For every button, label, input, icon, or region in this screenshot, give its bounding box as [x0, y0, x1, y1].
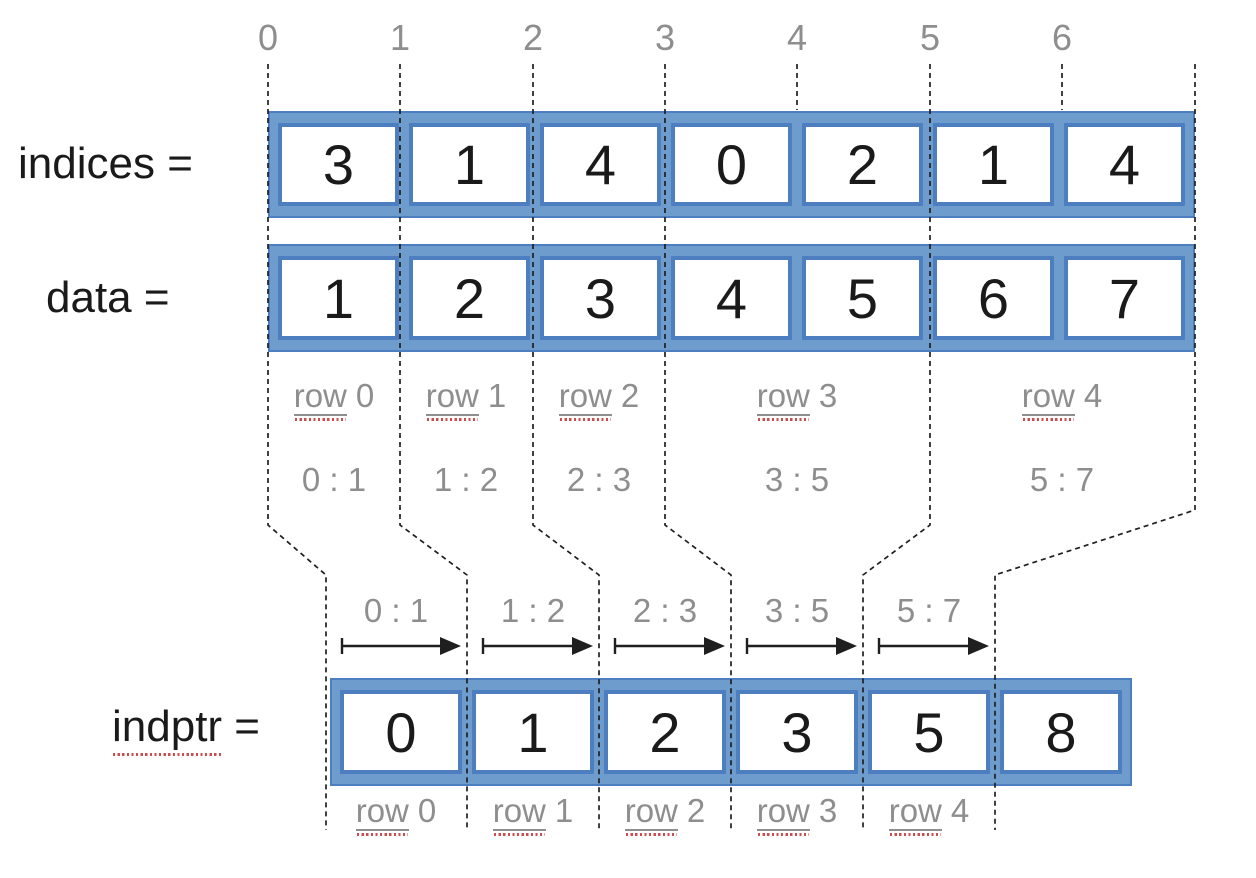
column-header-6: 6: [1051, 17, 1073, 58]
pointer-range-label-3: 3 : 5: [764, 592, 830, 629]
row-word: row: [624, 792, 678, 831]
data-array-label: data =: [46, 273, 170, 322]
indices-cell-1: 1: [409, 123, 530, 206]
row-num: 2: [620, 377, 640, 414]
indptr-equals: =: [222, 702, 260, 751]
indices-cell-0: 3: [278, 123, 399, 206]
pointer-arrow-3: [745, 637, 857, 655]
row-num: 3: [818, 377, 838, 414]
data-cell-3: 4: [671, 256, 792, 340]
indices-array-label: indices =: [18, 139, 193, 188]
indptr-cell-3: 3: [736, 690, 858, 774]
indptr-array-bar: 0 1 2 3 5 8: [330, 678, 1132, 786]
upper-range-label-4: 5 : 7: [1029, 461, 1095, 498]
indices-cell-2: 4: [540, 123, 661, 206]
indptr-cell-2: 2: [604, 690, 726, 774]
column-header-2: 2: [522, 17, 544, 58]
indptr-cell-4: 5: [868, 690, 990, 774]
column-header-0: 0: [257, 17, 279, 58]
pointer-arrow-0: [340, 637, 461, 655]
indices-cell-3: 0: [671, 123, 792, 206]
row-word: row: [355, 792, 409, 831]
row-num: 4: [950, 792, 970, 829]
row-num: 1: [487, 377, 507, 414]
data-array-bar: 1 2 3 4 5 6 7: [268, 244, 1195, 352]
indptr-cell-5: 8: [1000, 690, 1122, 774]
indptr-array-label: indptr =: [112, 702, 260, 752]
row-num: 0: [355, 377, 375, 414]
column-header-4: 4: [786, 17, 808, 58]
data-cell-2: 3: [540, 256, 661, 340]
row-num: 4: [1083, 377, 1103, 414]
upper-range-label-3: 3 : 5: [764, 461, 830, 498]
row-word: row: [558, 377, 612, 416]
pointer-arrow-2: [613, 637, 725, 655]
column-header-1: 1: [389, 17, 411, 58]
data-cell-5: 6: [933, 256, 1054, 340]
indptr-cell-1: 1: [472, 690, 594, 774]
row-word: row: [888, 792, 942, 831]
data-cell-4: 5: [802, 256, 923, 340]
indices-cell-4: 2: [802, 123, 923, 206]
column-header-5: 5: [919, 17, 941, 58]
indices-cell-5: 1: [933, 123, 1054, 206]
indptr-cell-0: 0: [340, 690, 462, 774]
indptr-word: indptr: [112, 702, 223, 751]
row-word: row: [492, 792, 546, 831]
row-word: row: [1021, 377, 1075, 416]
data-cell-0: 1: [278, 256, 399, 340]
indices-array-bar: 3 1 4 0 2 1 4: [268, 111, 1195, 218]
data-cell-1: 2: [409, 256, 530, 340]
row-word: row: [756, 792, 810, 831]
pointer-arrow-1: [481, 637, 593, 655]
indices-cell-6: 4: [1064, 123, 1185, 206]
pointer-range-label-4: 5 : 7: [896, 592, 962, 629]
column-header-3: 3: [654, 17, 676, 58]
data-cell-6: 7: [1064, 256, 1185, 340]
pointer-arrow-4: [877, 637, 989, 655]
row-num: 3: [818, 792, 838, 829]
row-word: row: [756, 377, 810, 416]
